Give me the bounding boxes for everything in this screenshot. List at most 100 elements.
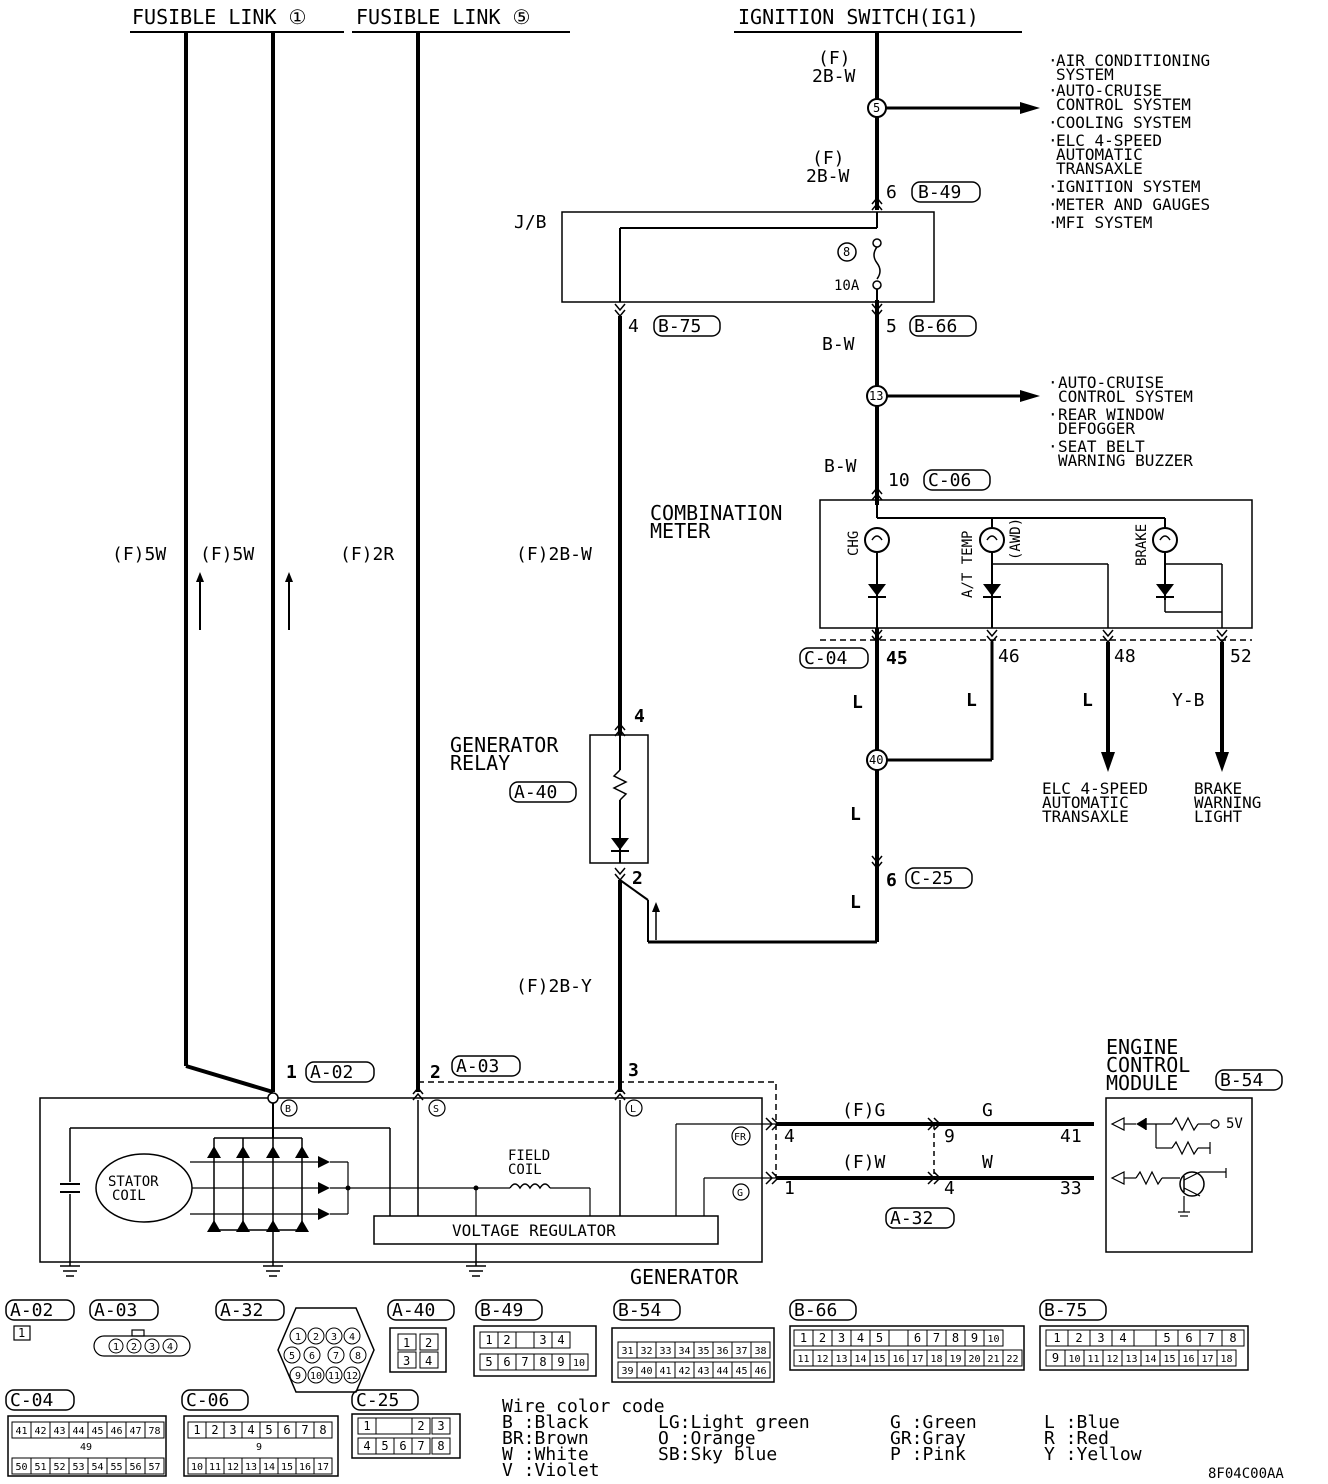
- connector-pin-label: 8: [952, 1331, 959, 1345]
- svg-text:7: 7: [333, 1351, 339, 1362]
- relay-pin-4: 4: [634, 706, 645, 727]
- pin-10: 10: [888, 470, 910, 491]
- chevron-icon: [871, 492, 883, 501]
- fusible-wires: [184, 32, 420, 1094]
- svg-text:·: ·: [1048, 177, 1058, 196]
- fuse-rating: 10A: [834, 278, 860, 294]
- relay-title: GENERATOR: [450, 733, 559, 757]
- svg-text:A-40: A-40: [392, 1300, 435, 1321]
- svg-text:DEFOGGER: DEFOGGER: [1058, 419, 1135, 438]
- wire-label-fl5: (F)2R: [340, 544, 394, 565]
- conn-c06-label: C-06: [928, 470, 971, 491]
- terminal-b: B: [285, 1104, 291, 1115]
- svg-text:L :Blue: L :Blue: [1044, 1412, 1120, 1433]
- svg-text:4: 4: [349, 1332, 355, 1343]
- connector-pin-cell: [569, 1353, 589, 1371]
- connector-pin-label: 57: [148, 1462, 160, 1473]
- dest-brake: BRAKE WARNING LIGHT: [1194, 779, 1261, 826]
- svg-text:5: 5: [289, 1351, 295, 1362]
- jb-label: J/B: [514, 212, 547, 233]
- connector-pin-label: 8: [437, 1439, 444, 1453]
- relay-internals: [611, 735, 629, 863]
- wire-label-fl1-a: (F)5W: [112, 544, 166, 565]
- connector-pin-label: 44: [716, 1366, 728, 1377]
- splice-13: [866, 385, 888, 407]
- conn-b66-tag: [909, 315, 977, 337]
- svg-text:C-25: C-25: [356, 1390, 399, 1411]
- terminal-l: L: [630, 1104, 636, 1115]
- connector-pin-label: 13: [835, 1354, 847, 1365]
- wire-color-legend: Wire color code B :Black BR:Brown W :Whi…: [502, 1396, 1142, 1481]
- relay-title2: RELAY: [450, 751, 510, 775]
- conn-b75-label: B-75: [658, 316, 701, 337]
- fuse-8-label: 8: [843, 245, 850, 259]
- svg-text:R :Red: R :Red: [1044, 1428, 1109, 1449]
- svg-text:1: 1: [113, 1342, 119, 1353]
- ecm-pin-41: 41: [1060, 1126, 1082, 1147]
- connector-pin-label: 12: [227, 1462, 239, 1473]
- chevron-icon: [871, 309, 883, 318]
- ecm-title: ENGINE: [1106, 1035, 1178, 1059]
- connector-pin-cell: [551, 1331, 571, 1349]
- wire-label-ign-top2: 2B-W: [812, 66, 856, 87]
- ecm-pin-33: 33: [1060, 1178, 1082, 1199]
- ignition-wire: [647, 32, 1040, 944]
- wire-label-l-4: L: [850, 892, 861, 913]
- connector-pin-label: 7: [417, 1439, 424, 1453]
- wire-label-relay-out: (F)2B-Y: [516, 976, 592, 997]
- connector-pin-label: 4: [363, 1439, 370, 1453]
- gen-pin-1: 1: [286, 1062, 297, 1083]
- splice-40: [866, 749, 888, 771]
- conn-a03-label: A-03: [456, 1056, 499, 1077]
- connector-pin-label: 5: [265, 1423, 272, 1437]
- connector-pin-label: 10: [573, 1358, 585, 1369]
- terminal-fr: FR: [734, 1132, 747, 1143]
- connector-pin-label: 10: [1068, 1354, 1080, 1365]
- connector-pin-label: 1: [193, 1423, 200, 1437]
- svg-text:WARNING BUZZER: WARNING BUZZER: [1058, 451, 1193, 470]
- connector-pin-cell: [144, 1421, 165, 1439]
- svg-text:·: ·: [1048, 51, 1058, 70]
- a32-pin-1: 1: [784, 1178, 795, 1199]
- connector-pin-label: 11: [209, 1462, 221, 1473]
- wire-label-bw-2: B-W: [824, 456, 857, 477]
- connector-pin-label: 56: [129, 1462, 141, 1473]
- connector-pin-label: 15: [281, 1462, 293, 1473]
- connector-pin-label: 34: [678, 1346, 690, 1357]
- generator-terminals: [267, 1092, 751, 1201]
- svg-text:4: 4: [167, 1342, 173, 1353]
- svg-text:GR:Gray: GR:Gray: [890, 1428, 966, 1449]
- gen-pin-3: 3: [628, 1060, 639, 1081]
- stator-label: STATOR: [108, 1174, 159, 1190]
- svg-text:AUTOMATIC: AUTOMATIC: [1056, 145, 1143, 164]
- dest-elc: ELC 4-SPEED AUTOMATIC TRANSAXLE: [1042, 779, 1148, 826]
- connector-pin-label: 2: [417, 1419, 424, 1433]
- connector-pin-label: 46: [110, 1426, 122, 1437]
- conn-b75-tag: [653, 315, 721, 337]
- svg-text:W :White: W :White: [502, 1444, 589, 1465]
- stator-coil: [95, 1153, 193, 1223]
- svg-text:ELC 4-SPEED: ELC 4-SPEED: [1042, 779, 1148, 798]
- connector-pin-label: 8: [319, 1423, 326, 1437]
- connector-pin-label: 7: [1207, 1331, 1214, 1345]
- generator-to-ecm-wires: [765, 1117, 1094, 1185]
- connector-pin-label: 41: [15, 1426, 27, 1437]
- connector-pin-label: 11: [797, 1354, 809, 1365]
- a32-pin-4: 4: [784, 1126, 795, 1147]
- connector-pin-label: 7: [521, 1355, 528, 1369]
- gen-pin-2: 2: [430, 1062, 441, 1083]
- connector-pin-cell: [1002, 1349, 1023, 1367]
- connector-pin-label: 1: [485, 1333, 492, 1347]
- svg-text:·: ·: [1048, 81, 1058, 100]
- chevron-icon: [871, 202, 883, 211]
- splice-5-label: 5: [873, 101, 880, 115]
- wire-label-fg: (F)G: [842, 1100, 885, 1121]
- pin-6: 6: [886, 182, 897, 203]
- connector-pin-label: 2: [503, 1333, 510, 1347]
- conn-a02-tag: [305, 1061, 375, 1083]
- connector-pin-label: 17: [317, 1462, 329, 1473]
- connector-pin-label: 36: [716, 1346, 728, 1357]
